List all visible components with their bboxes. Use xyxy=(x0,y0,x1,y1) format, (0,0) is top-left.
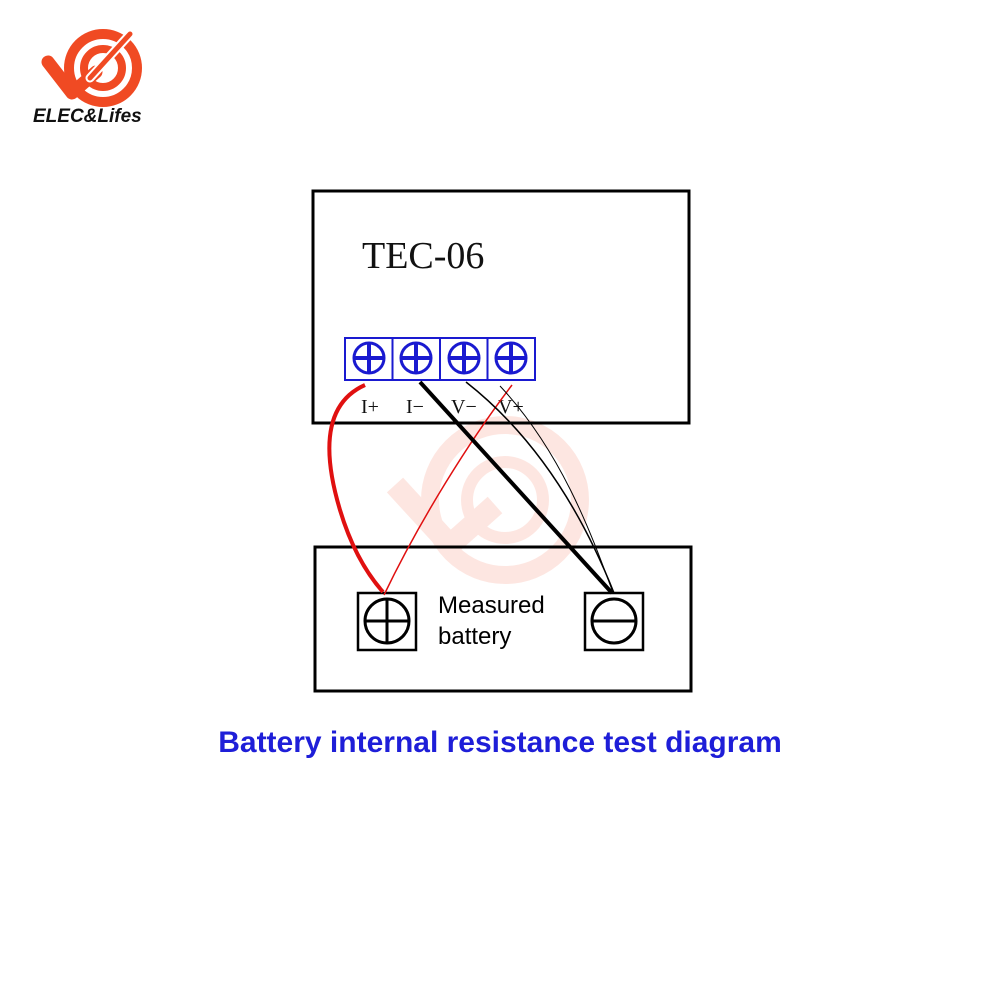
battery-positive-terminal xyxy=(356,591,418,652)
device-box xyxy=(311,189,691,425)
terminal-label-i-minus: I− xyxy=(406,396,424,418)
terminal-screw-1 xyxy=(352,338,394,380)
logo-text: ELEC&Lifes xyxy=(33,106,142,127)
battery-negative-terminal xyxy=(583,591,645,652)
battery-label: Measured battery xyxy=(438,590,545,652)
terminal-label-v-minus: V− xyxy=(451,396,477,418)
logo-emblem-icon xyxy=(41,29,142,107)
watermark-icon xyxy=(386,416,589,584)
terminal-label-i-plus: I+ xyxy=(361,396,379,418)
battery-label-line1: Measured xyxy=(438,592,545,619)
terminal-screw-4 xyxy=(494,341,528,375)
wire-v-plus xyxy=(383,384,513,596)
wire-i-plus xyxy=(327,383,385,594)
wire-v-plus-black xyxy=(499,385,613,591)
terminal-block xyxy=(344,337,536,381)
brand-logo xyxy=(41,29,142,107)
terminal-label-v-plus: V+ xyxy=(498,396,524,418)
diagram-caption: Battery internal resistance test diagram xyxy=(218,726,782,759)
wire-i-minus xyxy=(418,380,614,595)
terminal-screw-3 xyxy=(447,338,489,380)
battery-label-line2: battery xyxy=(438,623,512,650)
terminal-screw-2 xyxy=(399,338,441,380)
battery-box xyxy=(313,545,693,693)
device-model-label: TEC-06 xyxy=(362,235,484,277)
